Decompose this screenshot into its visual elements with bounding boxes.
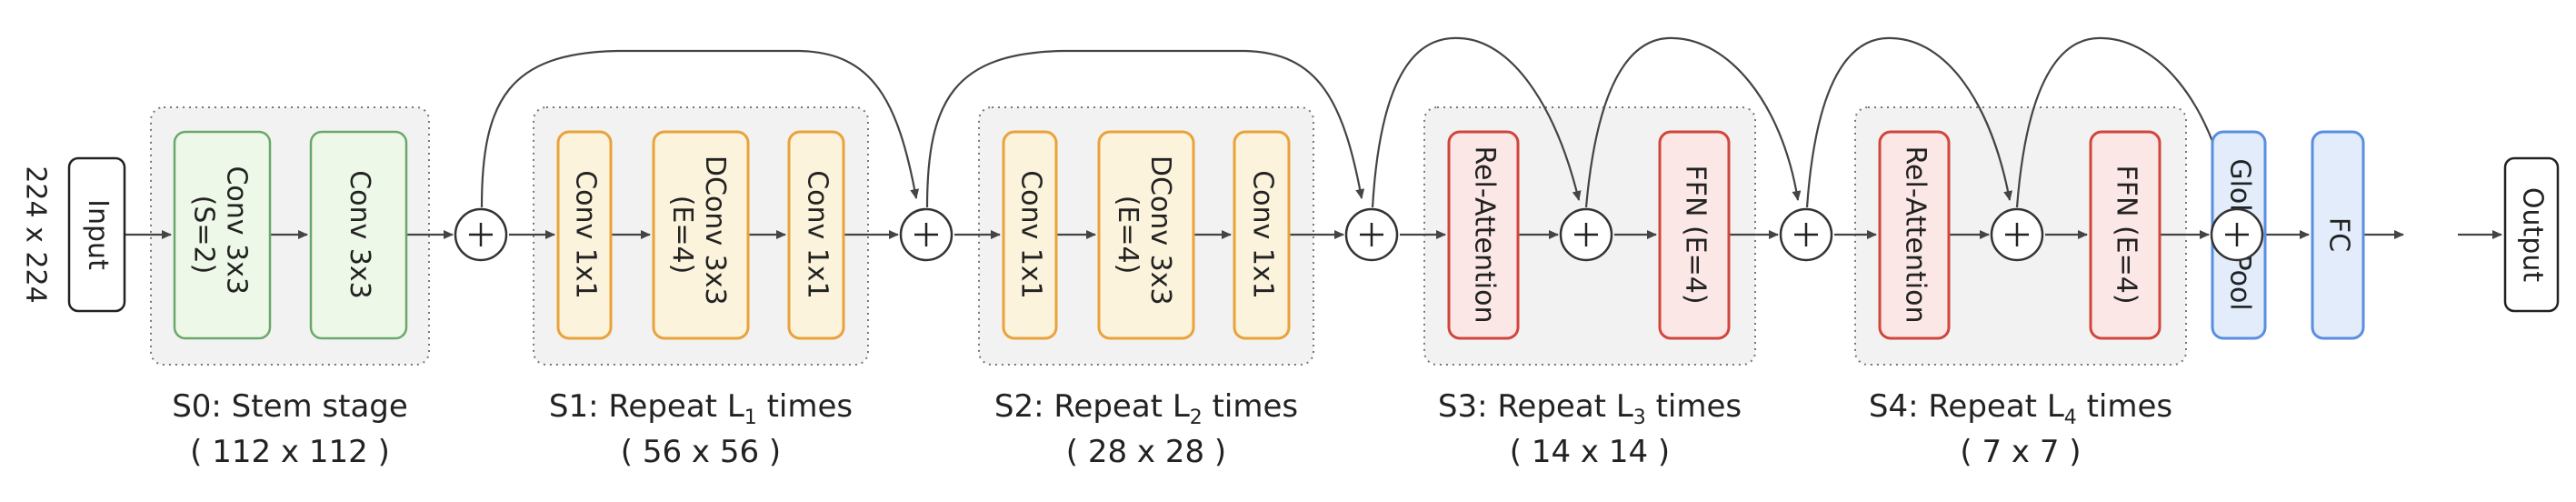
s3-caption: S3: Repeat L3 times (1438, 388, 1742, 429)
s4-rel-attention-label: Rel-Attention (1900, 146, 1932, 324)
plus-node-s2-in (899, 207, 954, 262)
s1-dconv-box (652, 130, 750, 340)
s1-conv1x1-a-box (556, 130, 613, 340)
s4-rel-attention-box (1878, 130, 1951, 340)
s4-caption: S4: Repeat L4 times (1869, 388, 2172, 429)
stage-captions: S0: Stem stage ( 112 x 112 ) S1: Repeat … (172, 388, 2172, 470)
s2-caption: S2: Repeat L2 times (994, 388, 1298, 429)
input-box (67, 156, 126, 313)
s3-rel-attention-box (1447, 130, 1520, 340)
s2-dconv-box (1097, 130, 1195, 340)
plus-node-s1-in (454, 207, 508, 262)
s1-conv1x1-b-label: Conv 1x1 (802, 170, 834, 299)
s1-conv1x1-b-box (787, 130, 845, 340)
s3-rel-attention-label: Rel-Attention (1469, 146, 1501, 324)
s3-size: ( 14 x 14 ) (1510, 434, 1670, 470)
s3-ffn-label: FFN (E=4) (1680, 165, 1712, 304)
s2-conv1x1-a-label: Conv 1x1 (1015, 170, 1047, 299)
s0-caption: S0: Stem stage (172, 388, 408, 425)
s4-ffn-box (2089, 130, 2162, 340)
s0-conv3x3-label: Conv 3x3 (344, 170, 375, 299)
s3-ffn-box (1658, 130, 1731, 340)
input-size-label: 224 x 224 (20, 166, 52, 303)
plus-node-s4-mid (1990, 207, 2044, 262)
s0-conv3x3-s2-label: Conv 3x3 (S=2) (188, 166, 253, 303)
s2-size: ( 28 x 28 ) (1066, 434, 1226, 470)
skip-connections (480, 36, 2232, 208)
s4-size: ( 7 x 7 ) (1960, 434, 2081, 470)
plus-node-s3-in (1344, 207, 1399, 262)
plus-node-s4-in (1779, 207, 1833, 262)
plus-node-s3-mid (1559, 207, 1613, 262)
s1-size: ( 56 x 56 ) (621, 434, 781, 470)
input-label: Input (82, 199, 114, 270)
plus-nodes (454, 207, 2264, 262)
s2-conv1x1-b-label: Conv 1x1 (1247, 170, 1279, 299)
s2-conv1x1-a-box (1002, 130, 1058, 340)
s0-size: ( 112 x 112 ) (190, 434, 390, 470)
blocks-layer: Input Conv 3x3 (S=2) Conv 3x3 Conv 1x1 D… (67, 130, 2560, 340)
plus-node-s4-out (2210, 207, 2264, 262)
s0-conv3x3-s2-box (173, 130, 272, 340)
fc-box (2311, 130, 2365, 340)
fc-label: FC (2323, 217, 2355, 252)
s2-conv1x1-b-box (1233, 130, 1291, 340)
s4-ffn-label: FFN (E=4) (2111, 165, 2142, 304)
s2-dconv-label: DConv 3x3 (E=4) (1112, 156, 1176, 314)
s0-conv3x3-box (309, 130, 408, 340)
s1-conv1x1-a-label: Conv 1x1 (570, 170, 602, 299)
s1-caption: S1: Repeat L1 times (549, 388, 853, 429)
output-label: Output (2517, 187, 2549, 282)
output-box (2503, 156, 2560, 313)
s1-dconv-label: DConv 3x3 (E=4) (666, 156, 731, 314)
